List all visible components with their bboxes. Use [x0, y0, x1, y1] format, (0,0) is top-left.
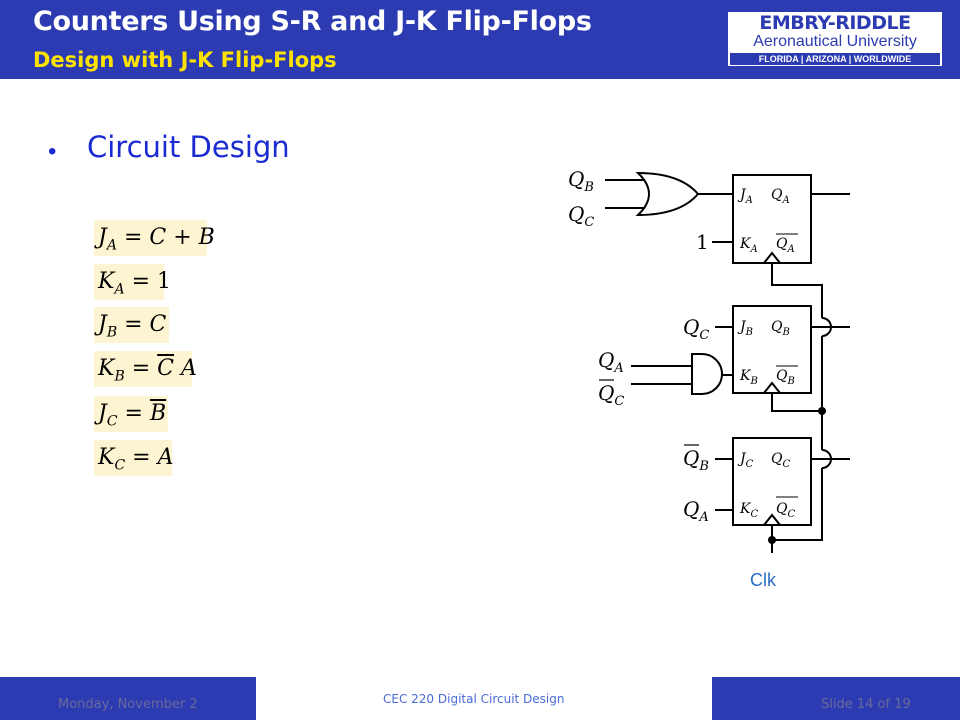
footer-center-panel	[256, 677, 712, 720]
logo-line1: EMBRY-RIDDLE	[759, 12, 911, 34]
pin-label-ja: JA	[737, 187, 753, 206]
input-label-jb-qc: QC	[683, 315, 709, 343]
pin-label-qc-bar: QC	[776, 501, 795, 520]
equation-kc: KC = A	[94, 440, 173, 476]
pin-label-qb: QB	[771, 319, 790, 338]
pin-label-kc: KC	[739, 501, 758, 520]
pin-label-qa: QA	[771, 187, 790, 206]
bullet-circuit-design: Circuit Design	[87, 130, 290, 164]
equation-jb: JB = C	[94, 307, 169, 343]
wire-clock-b	[771, 393, 822, 412]
equation-kb: KB = C A	[94, 351, 197, 387]
wire-clock-crossover-c	[821, 449, 832, 469]
input-label-and-qc-bar: QC	[598, 381, 624, 409]
university-logo: EMBRY-RIDDLE Aeronautical University FLO…	[728, 12, 942, 66]
footer-bar	[0, 677, 960, 720]
wire-clock-crossover-b	[821, 317, 832, 337]
footer-course: CEC 220 Digital Circuit Design	[383, 692, 565, 706]
equation-ja: JA = C + B	[94, 220, 215, 256]
bullet-icon: •	[48, 138, 57, 165]
clock-triangle-a	[763, 251, 781, 264]
input-label-jc-qb-bar: QB	[683, 446, 709, 474]
clock-triangle-b	[763, 381, 781, 394]
pin-label-jc: JC	[737, 451, 754, 470]
input-label-qc: QC	[568, 202, 594, 230]
pin-label-ka: KA	[739, 236, 758, 255]
and-gate	[691, 353, 723, 395]
logo-line2: Aeronautical University	[753, 33, 917, 50]
pin-label-qb-bar: QB	[776, 368, 795, 387]
junction-dot-clk	[768, 536, 776, 544]
equation-jc: JC = B	[94, 396, 168, 432]
or-gate	[635, 171, 700, 217]
footer-date: Monday, November 2	[58, 697, 198, 712]
input-label-qb: QB	[568, 167, 594, 195]
slide-title: Counters Using S-R and J-K Flip-Flops	[33, 6, 592, 37]
wire-clock-c	[772, 468, 823, 541]
pin-label-jb: JB	[737, 319, 753, 338]
wire-clock-a	[771, 263, 823, 318]
equation-ka: KA = 1	[94, 264, 171, 300]
clock-triangle-c	[763, 513, 781, 526]
slide-subtitle: Design with J-K Flip-Flops	[33, 48, 337, 72]
input-label-one: 1	[696, 230, 709, 254]
pin-label-qa-bar: QA	[776, 236, 795, 255]
junction-dot-b	[818, 407, 826, 415]
clock-label: Clk	[750, 570, 777, 590]
pin-label-kb: KB	[739, 368, 758, 387]
footer-slide-number: Slide 14 of 19	[821, 697, 911, 712]
pin-label-qc: QC	[771, 451, 790, 470]
logo-line3: FLORIDA | ARIZONA | WORLDWIDE	[730, 53, 940, 65]
input-label-and-qa: QA	[598, 348, 624, 376]
input-label-kc-qa: QA	[683, 497, 709, 525]
